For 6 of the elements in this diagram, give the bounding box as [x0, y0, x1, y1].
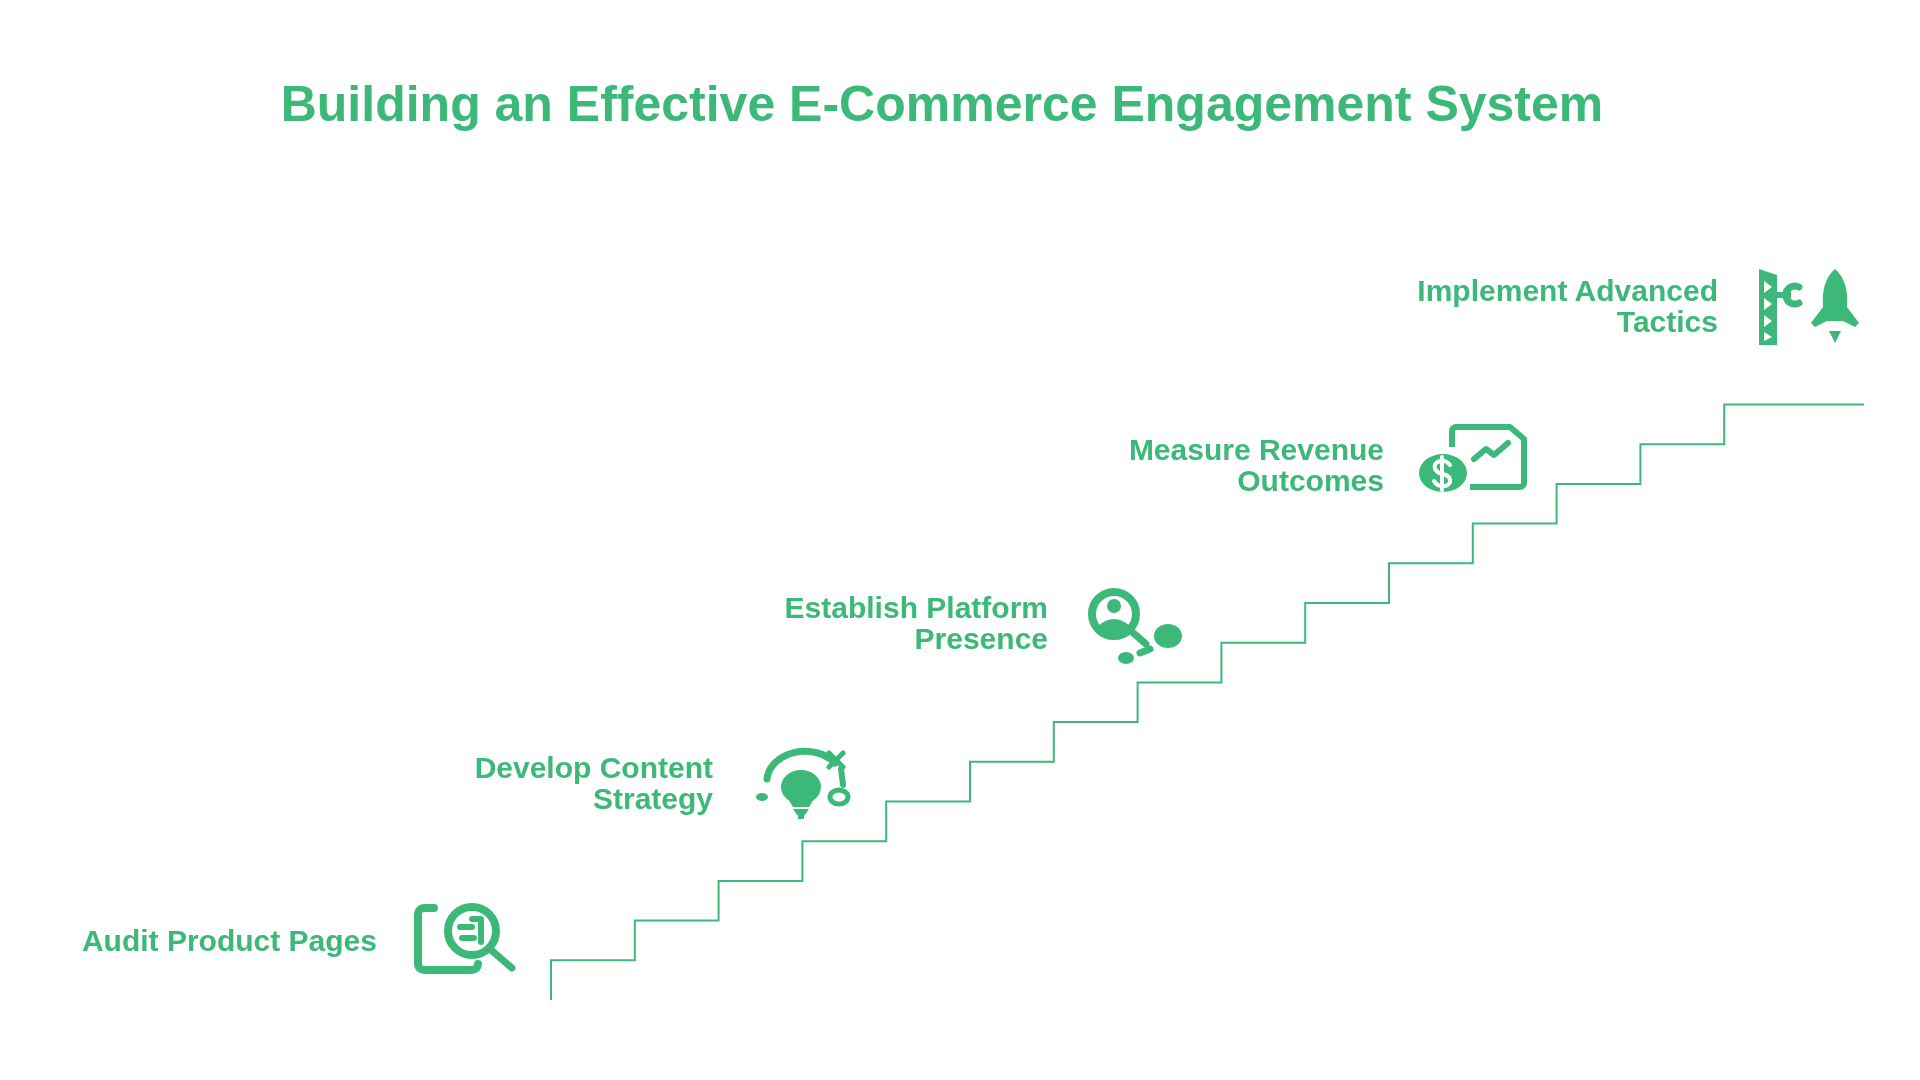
step-label: Audit Product Pages [80, 925, 377, 956]
step-label: Measure Revenue Outcomes [1127, 434, 1384, 496]
step-label: Implement Advanced Tactics [1416, 275, 1718, 337]
step-label: Develop Content Strategy [473, 752, 713, 814]
title: Building an Effective E-Commerce Engagement System [279, 75, 1605, 134]
step-label: Establish Platform Presence [783, 592, 1048, 654]
